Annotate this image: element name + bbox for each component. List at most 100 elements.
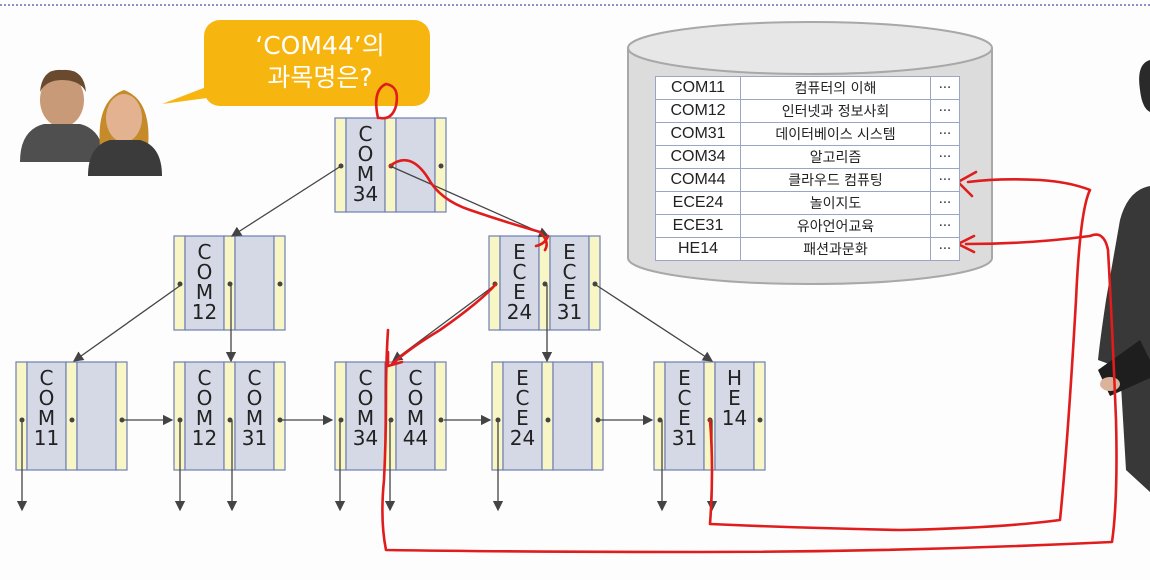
node-key-char: 14 [721,406,748,430]
node-key-char: 12 [191,300,218,324]
node-key-char: H [726,366,743,390]
node-key-slot [184,361,225,471]
node-key-char: C [247,366,262,390]
course-name-cell: 데이터베이스 시스템 [740,122,931,146]
node-key-char: C [677,386,692,410]
btree-node [488,235,601,331]
btree-node [334,361,447,471]
pointer-dot [438,163,444,169]
course-name-cell: 클라우드 컴퓨팅 [740,168,931,192]
node-key-char: 24 [506,300,533,324]
node-key-slot [234,235,275,331]
node-pointer-slot [115,361,128,471]
pointer-dot [69,417,75,423]
node-key-char: O [246,386,263,410]
course-name-cell: 유아언어교육 [740,214,931,238]
woman-user-icon [88,90,162,176]
node-key-char: C [197,366,212,390]
pointer-dot [227,281,233,287]
node-key-char: C [197,240,212,264]
node-key-char: E [728,386,741,410]
course-more-cell: ··· [930,99,960,123]
node-key-slot [184,235,225,331]
pointer-dot [227,417,233,423]
course-more-cell: ··· [930,76,960,100]
pointer-dot [438,417,444,423]
node-key-char: E [563,280,576,304]
btree-node [173,361,286,471]
node-key-char: E [678,406,691,430]
node-pointer-slot [434,361,447,471]
course-code-cell: COM12 [655,99,741,123]
pointer-dot [177,281,183,287]
node-key-slot [395,361,436,471]
node-key-char: E [513,240,526,264]
node-key-char: C [512,260,527,284]
node-pointer-slot [591,361,604,471]
node-key-slot [76,361,117,471]
course-name-cell: 패션과문화 [740,237,931,261]
node-pointer-slot [273,361,286,471]
node-key-char: E [563,240,576,264]
course-name-cell: 컴퓨터의 이해 [740,76,931,100]
node-key-char: M [356,406,375,430]
node-key-char: 11 [33,426,60,450]
pointer-dot [542,281,548,287]
node-key-char: M [195,406,214,430]
bubble-line-2: 과목명은? [267,63,373,92]
course-more-cell: ··· [930,237,960,261]
node-pointer-slot [541,361,554,471]
node-key-char: O [357,386,374,410]
pointer-dot [338,417,344,423]
node-key-char: 12 [191,426,218,450]
pointer-dot [545,417,551,423]
speech-bubble [162,20,430,106]
course-more-cell: ··· [930,214,960,238]
presenter-figure [1098,60,1150,492]
node-key-char: M [37,406,56,430]
node-key-char: 31 [556,300,583,324]
course-more-cell: ··· [930,191,960,215]
node-key-char: E [678,366,691,390]
node-key-char: O [196,260,213,284]
pointer-dot [277,281,283,287]
course-name-cell: 놀이지도 [740,191,931,215]
pointer-dot [388,417,394,423]
node-key-slot [549,235,590,331]
course-code-cell: COM44 [655,168,741,192]
pointer-dot [595,417,601,423]
node-key-char: 24 [509,426,536,450]
node-pointer-slot [65,361,78,471]
man-user-icon [20,69,104,162]
course-code-cell: COM11 [655,76,741,100]
btree-node [491,361,604,471]
node-key-char: O [407,386,424,410]
node-key-slot [714,361,755,471]
node-key-char: 44 [402,426,429,450]
course-code-cell: ECE31 [655,214,741,238]
node-key-char: O [196,386,213,410]
course-name-cell: 인터넷과 정보사회 [740,99,931,123]
course-more-cell: ··· [930,168,960,192]
node-key-char: E [516,406,529,430]
node-pointer-slot [703,361,716,471]
node-key-char: C [562,260,577,284]
node-key-char: E [513,280,526,304]
node-key-char: 31 [241,426,268,450]
top-dotted-border [0,4,1150,6]
node-key-char: E [516,366,529,390]
node-key-char: M [195,280,214,304]
node-key-slot [26,361,67,471]
